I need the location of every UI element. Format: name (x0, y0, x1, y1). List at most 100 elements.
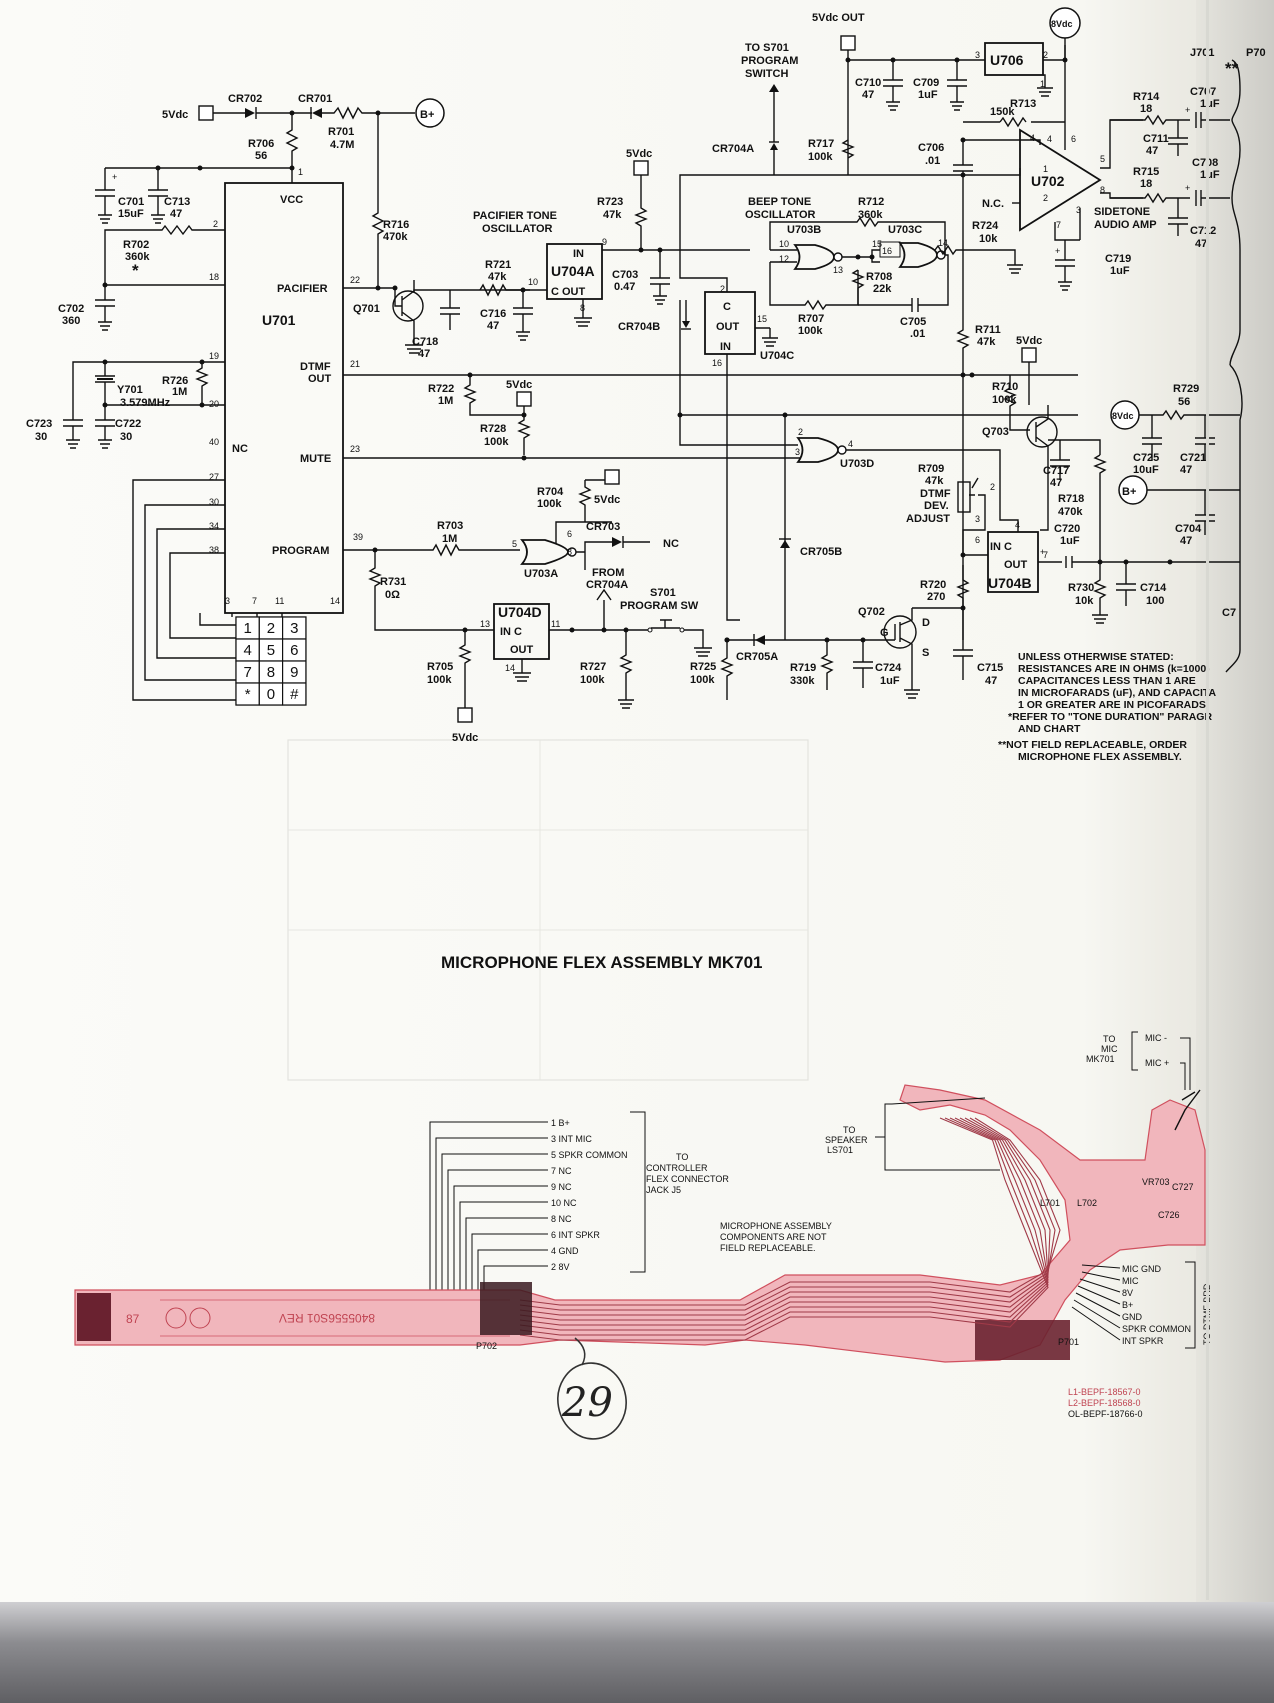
svg-text:14: 14 (330, 596, 340, 606)
cr702-label: CR702 (228, 93, 262, 105)
to-mic-2: MIC (1101, 1044, 1118, 1054)
u704d-ic: U704D IN C OUT 13 11 14 R705 100k 5Vdc R… (427, 603, 640, 744)
c723-value: 30 (35, 431, 47, 443)
note-line-7: AND CHART (1018, 723, 1081, 735)
flex-strip (74, 1084, 1206, 1363)
conn-pin-10: 2 8V (551, 1262, 570, 1272)
u704c-ic: C OUT IN U704C 2 15 16 CR704B CR704A TO … (618, 42, 1078, 621)
r712-ref: R712 (858, 196, 884, 208)
keypad-key-cell (282, 682, 307, 706)
c719-ref: C719 (1105, 253, 1131, 265)
r724-value: 10k (979, 233, 998, 245)
r714-value: 18 (1140, 103, 1152, 115)
from-cr704a-2: CR704A (586, 579, 628, 591)
q701-label: Q701 (353, 303, 380, 315)
r723-ref: R723 (597, 196, 623, 208)
u706-regulator: 5Vdc OUT R717 100k C710 47 C709 1uF U706… (808, 7, 1081, 175)
r701-ref: R701 (328, 126, 354, 138)
c701-ref: C701 (118, 196, 144, 208)
cr705a-label: CR705A (736, 651, 778, 663)
s701-label: PROGRAM SW (620, 600, 699, 612)
flex-title: MICROPHONE FLEX ASSEMBLY MK701 (441, 953, 763, 972)
c724-ref: C724 (875, 662, 902, 674)
svg-text:40: 40 (209, 437, 219, 447)
bplus-label-2: B+ (1122, 486, 1136, 498)
y701-ref: Y701 (117, 384, 143, 396)
keypad-key-label: 7 (243, 664, 251, 681)
c711-value: 47 (1146, 145, 1158, 157)
r731-value: 0Ω (385, 589, 400, 601)
svg-text:6: 6 (975, 535, 980, 545)
u704d-out: OUT (510, 644, 534, 656)
c727-label: C727 (1172, 1182, 1194, 1192)
c718-ref: C718 (412, 336, 438, 348)
svg-text:2: 2 (1043, 50, 1048, 60)
svg-text:4: 4 (1047, 134, 1052, 144)
svg-text:+: + (112, 172, 117, 182)
r720-ref: R720 (920, 579, 946, 591)
c721-value: 47 (1180, 464, 1192, 476)
svg-text:2: 2 (213, 219, 218, 229)
svg-text:+: + (1185, 105, 1190, 115)
u701-label: U701 (262, 312, 296, 328)
to-controller-2: CONTROLLER (646, 1163, 708, 1173)
c715-value: 47 (985, 675, 997, 687)
r715-ref: R715 (1133, 166, 1159, 178)
r708-value: 22k (873, 283, 892, 295)
flex-trace (519, 1117, 1049, 1336)
c707-value: 1uF (1200, 98, 1220, 110)
to-s701-1: TO S701 (745, 42, 789, 54)
r727-ref: R727 (580, 661, 606, 673)
q703-label: Q703 (982, 426, 1009, 438)
c705-value: .01 (910, 328, 925, 340)
to-mic-3: MK701 (1086, 1054, 1115, 1064)
r712-value: 360k (858, 209, 883, 221)
svg-text:+: + (1055, 246, 1060, 256)
flex-trace (519, 1117, 1049, 1326)
keypad-key-label: 6 (290, 642, 298, 659)
r705-value: 100k (427, 674, 452, 686)
q702-s: S (922, 647, 929, 659)
note-line-6: *REFER TO "TONE DURATION" PARAGR (1008, 711, 1212, 723)
crystal-section: Y701 3.579MHz R726 1M C723 30 C722 30 (26, 359, 225, 449)
u704d-in-c: IN C (500, 626, 522, 638)
u701-program-label: PROGRAM (272, 545, 329, 557)
r723-value: 47k (603, 209, 622, 221)
svg-text:34: 34 (209, 521, 219, 531)
p701-label: P701 (1058, 1337, 1079, 1347)
r716-value: 470k (383, 231, 408, 243)
notes: UNLESS OTHERWISE STATED: RESISTANCES ARE… (998, 651, 1217, 763)
flex-part-number: 8405556S01 REV (279, 1311, 375, 1325)
svg-text:5: 5 (1100, 154, 1105, 164)
svg-text:7: 7 (1056, 220, 1061, 230)
r729-ref: R729 (1173, 383, 1199, 395)
y701-value: 3.579MHz (120, 397, 171, 409)
flex-trace (519, 1117, 1051, 1316)
c724-value: 1uF (880, 675, 900, 687)
dtmf-adjust: R711 47k R709 47k DTMF DEV. ADJUST 2 3 6 (906, 260, 1001, 558)
r702-value: 360k (125, 251, 150, 263)
svg-text:22: 22 (350, 275, 360, 285)
svg-text:23: 23 (350, 444, 360, 454)
note-line-8: **NOT FIELD REPLACEABLE, ORDER (998, 739, 1187, 751)
u706-label: U706 (990, 52, 1024, 68)
svg-text:21: 21 (350, 359, 360, 369)
note-line-1: UNLESS OTHERWISE STATED: (1018, 651, 1174, 663)
5vdc-label-3: 5Vdc (506, 379, 532, 391)
nc-label: NC (663, 538, 679, 550)
r719-value: 330k (790, 675, 815, 687)
r730-ref: R730 (1068, 582, 1094, 594)
r706-ref: R706 (248, 138, 274, 150)
5vdc-label-5: 5Vdc (452, 732, 478, 744)
svg-text:6: 6 (1071, 134, 1076, 144)
connector-leader-line (441, 1153, 548, 1299)
c710-ref: C710 (855, 77, 881, 89)
svg-text:1: 1 (1043, 164, 1048, 174)
u703b-label: U703B (787, 224, 821, 236)
r731-ref: R731 (380, 576, 406, 588)
dtmf-adjust-2: DEV. (924, 500, 949, 512)
r704-value: 100k (537, 498, 562, 510)
pacifier-osc-label-2: OSCILLATOR (482, 223, 553, 235)
